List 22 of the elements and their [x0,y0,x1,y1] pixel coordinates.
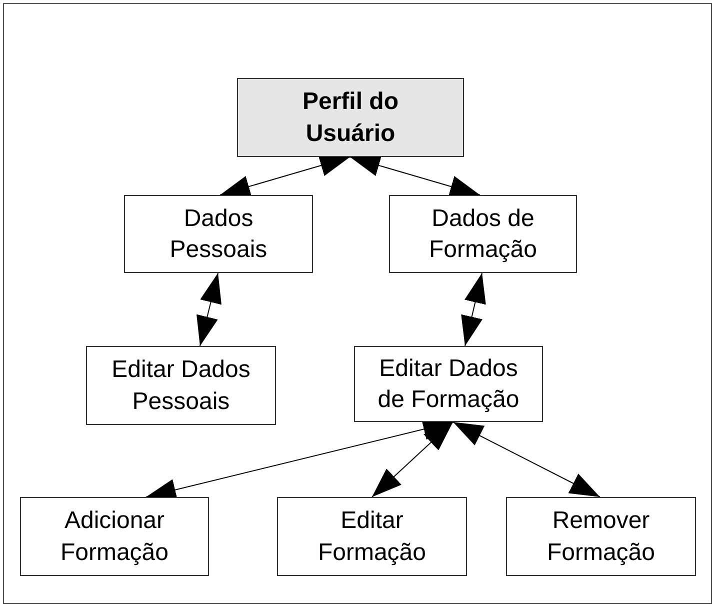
double-arrow [220,154,350,198]
box-label: Dados Pessoais [168,204,268,265]
double-arrow [350,154,480,198]
process-box [237,78,464,157]
process-box [277,497,467,576]
box-label: Perfil do Usuário [301,87,400,148]
box-label: Editar Dados Pessoais [110,355,252,416]
process-box [506,497,696,576]
box-label: Remover Formação [546,506,656,568]
box-label: Adicionar Formação [59,506,170,568]
double-arrow [372,422,454,498]
process-box [354,346,543,422]
double-arrow [196,272,222,346]
process-box [20,497,209,576]
double-arrow [461,272,486,346]
double-arrow [452,422,600,498]
process-box [389,195,577,273]
box-label: Editar Dados de Formação [376,354,520,415]
process-box [86,346,276,425]
box-label: Dados de Formação [428,204,538,265]
process-box [124,195,313,273]
box-label: Editar Formação [316,506,428,568]
